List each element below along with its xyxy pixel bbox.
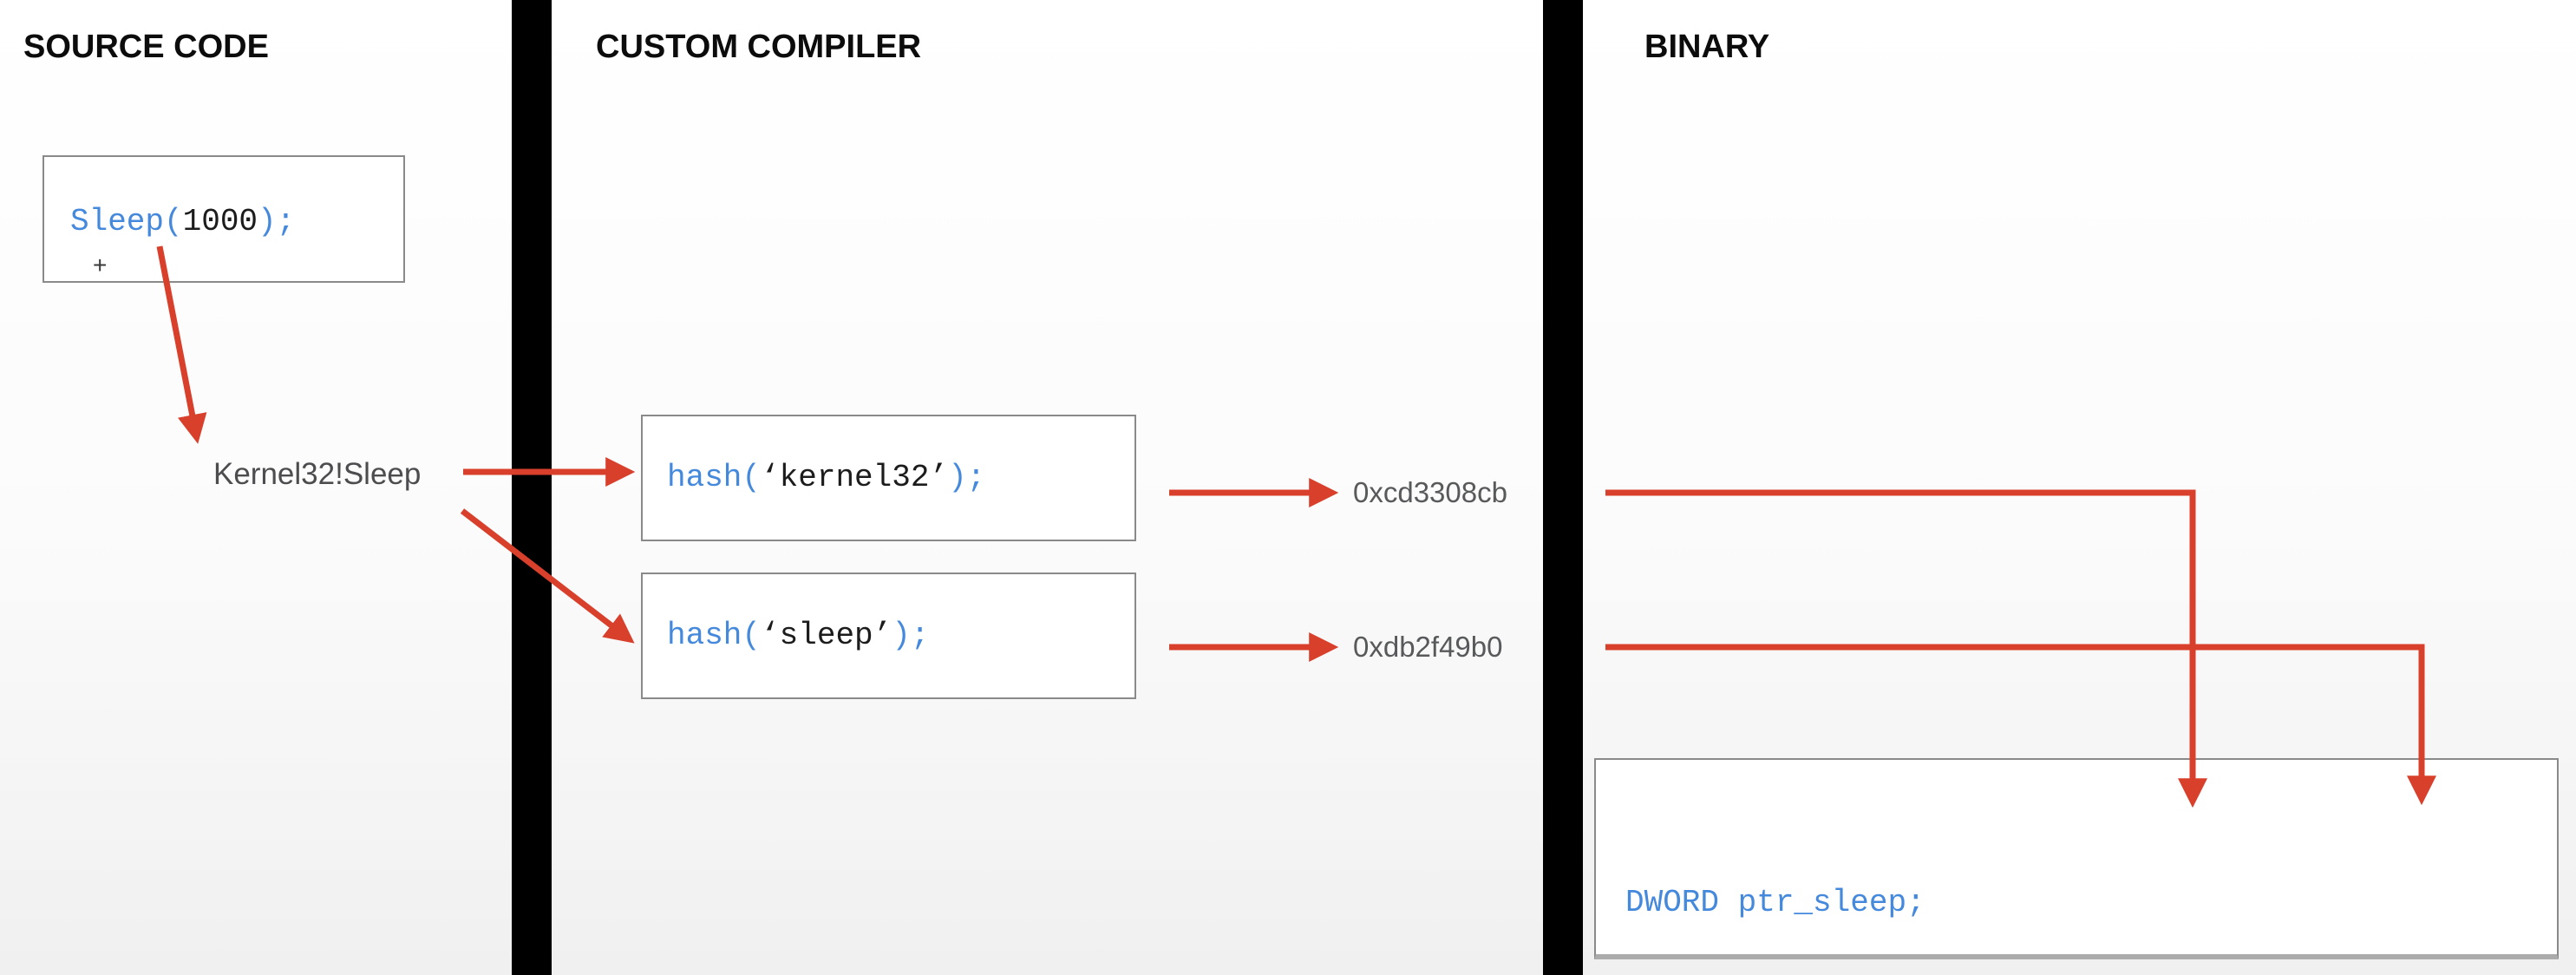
hash-sleep-snippet: hash(‘sleep’); xyxy=(667,618,930,653)
cursor-plus-mark: + xyxy=(93,252,108,278)
source-code-snippet: Sleep(1000); xyxy=(70,204,296,239)
column-divider-1 xyxy=(512,0,552,975)
header-source-code: SOURCE CODE xyxy=(23,29,269,65)
hash-result-kernel32: 0xcd3308cb xyxy=(1353,476,1507,508)
hash-sleep-box: hash(‘sleep’); xyxy=(641,573,1136,699)
hash-kernel32-snippet: hash(‘kernel32’); xyxy=(667,460,986,495)
column-divider-2 xyxy=(1543,0,1583,975)
binary-code-line-1: DWORD ptr_sleep; xyxy=(1625,885,1925,920)
binary-code-snippet: DWORD ptr_sleep; ptr_sleep = ResolveHash… xyxy=(1625,805,2525,975)
hash-kernel32-box: hash(‘kernel32’); xyxy=(641,415,1136,541)
resolved-symbol-label: Kernel32!Sleep xyxy=(213,457,422,491)
arrow-result1-to-binary xyxy=(1605,489,2207,808)
hash-result-sleep: 0xdb2f49b0 xyxy=(1353,631,1503,663)
header-binary: BINARY xyxy=(1644,29,1770,65)
source-code-box: Sleep(1000); + xyxy=(42,155,405,283)
binary-code-box: DWORD ptr_sleep; ptr_sleep = ResolveHash… xyxy=(1594,758,2559,959)
header-custom-compiler: CUSTOM COMPILER xyxy=(596,29,922,65)
